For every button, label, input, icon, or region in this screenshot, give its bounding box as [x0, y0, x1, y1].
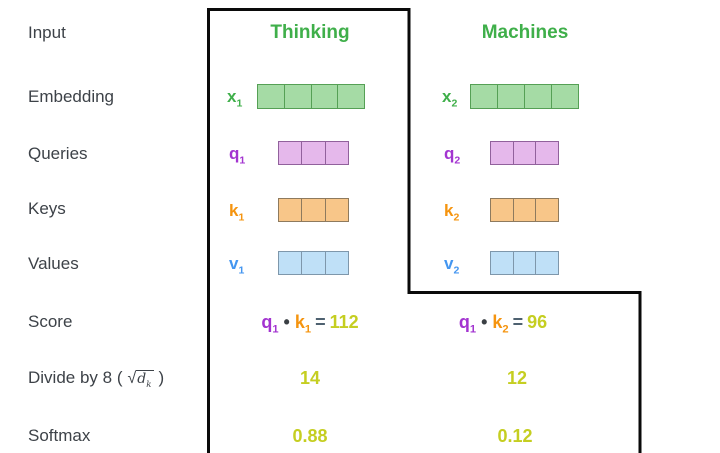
row-label-keys: Keys — [28, 199, 66, 218]
score1-q-term: q1 — [261, 312, 279, 336]
vector-cell — [471, 85, 498, 108]
row-label-values: Values — [28, 254, 79, 273]
vector-cell — [536, 199, 558, 221]
value-label-v2: v2 — [444, 254, 460, 277]
vector-cell — [279, 142, 303, 164]
query-vector-q1 — [278, 141, 349, 165]
vector-cell — [279, 199, 303, 221]
vector-cell — [552, 85, 578, 108]
vector-cell — [536, 252, 558, 274]
value-vector-v1 — [278, 251, 349, 275]
vector-cell — [326, 199, 348, 221]
column-header-machines: Machines — [481, 22, 569, 43]
row-label-queries: Queries — [28, 144, 88, 163]
radical-sign-icon: √ — [127, 370, 137, 387]
sqrt-dk-math: √dk — [127, 366, 154, 393]
embedding-label-x1: x1 — [227, 87, 243, 110]
vector-cell — [525, 85, 552, 108]
vector-cell — [491, 142, 514, 164]
vector-cell — [491, 252, 514, 274]
dot-product-icon: • — [283, 312, 290, 332]
score-expression-2: q1•k2=96 — [418, 310, 588, 336]
vector-cell — [302, 142, 326, 164]
key-label-k1: k1 — [229, 201, 245, 224]
vector-cell — [514, 199, 537, 221]
radicand-sub-k: k — [146, 379, 152, 390]
divide-result-1: 14 — [299, 368, 321, 388]
vector-cell — [279, 252, 303, 274]
score-expression-1: q1•k1=112 — [225, 310, 395, 336]
vector-cell — [285, 85, 312, 108]
divide-result-2: 12 — [506, 368, 528, 388]
softmax-result-2: 0.12 — [497, 426, 533, 446]
score2-k-term: k2 — [492, 312, 509, 336]
vector-cell — [338, 85, 364, 108]
vector-cell — [514, 142, 537, 164]
vector-cell — [326, 252, 348, 274]
row-label-divide-by-8: Divide by 8 (√dk) — [28, 366, 164, 390]
vector-cell — [536, 142, 558, 164]
vector-cell — [312, 85, 339, 108]
score1-k-term: k1 — [294, 312, 312, 336]
vector-cell — [302, 252, 326, 274]
row-label-input: Input — [28, 23, 66, 42]
vector-cell — [498, 85, 525, 108]
vector-cell — [326, 142, 348, 164]
score2-result: 96 — [527, 312, 548, 332]
key-vector-k1 — [278, 198, 349, 222]
query-vector-q2 — [490, 141, 559, 165]
vector-cell — [514, 252, 537, 274]
score2-q-term: q1 — [458, 312, 477, 336]
radicand-d: d — [137, 371, 147, 387]
score1-result: 112 — [329, 312, 359, 332]
vector-cell — [258, 85, 285, 108]
row-label-embedding: Embedding — [28, 87, 115, 106]
row-label-softmax: Softmax — [28, 426, 91, 445]
vector-cell — [491, 199, 514, 221]
vector-cell — [302, 199, 326, 221]
embedding-vector-x1 — [257, 84, 365, 109]
score1-equals: = — [315, 312, 326, 332]
softmax-result-1: 0.88 — [292, 426, 328, 446]
query-label-q2: q2 — [444, 144, 461, 167]
column-header-thinking: Thinking — [270, 22, 350, 43]
row-label-score: Score — [28, 312, 73, 331]
dot-product-icon: • — [481, 312, 488, 332]
focus-box-path — [207, 8, 642, 453]
key-label-k2: k2 — [444, 201, 460, 224]
embedding-label-x2: x2 — [442, 87, 458, 110]
divide-label-suffix: ) — [158, 368, 165, 387]
value-label-v1: v1 — [229, 254, 245, 277]
query-label-q1: q1 — [229, 144, 246, 167]
divide-label-prefix: Divide by 8 ( — [28, 368, 123, 387]
embedding-vector-x2 — [470, 84, 579, 109]
key-vector-k2 — [490, 198, 559, 222]
value-vector-v2 — [490, 251, 559, 275]
radicand-dk: dk — [136, 370, 154, 393]
score2-equals: = — [512, 312, 524, 332]
